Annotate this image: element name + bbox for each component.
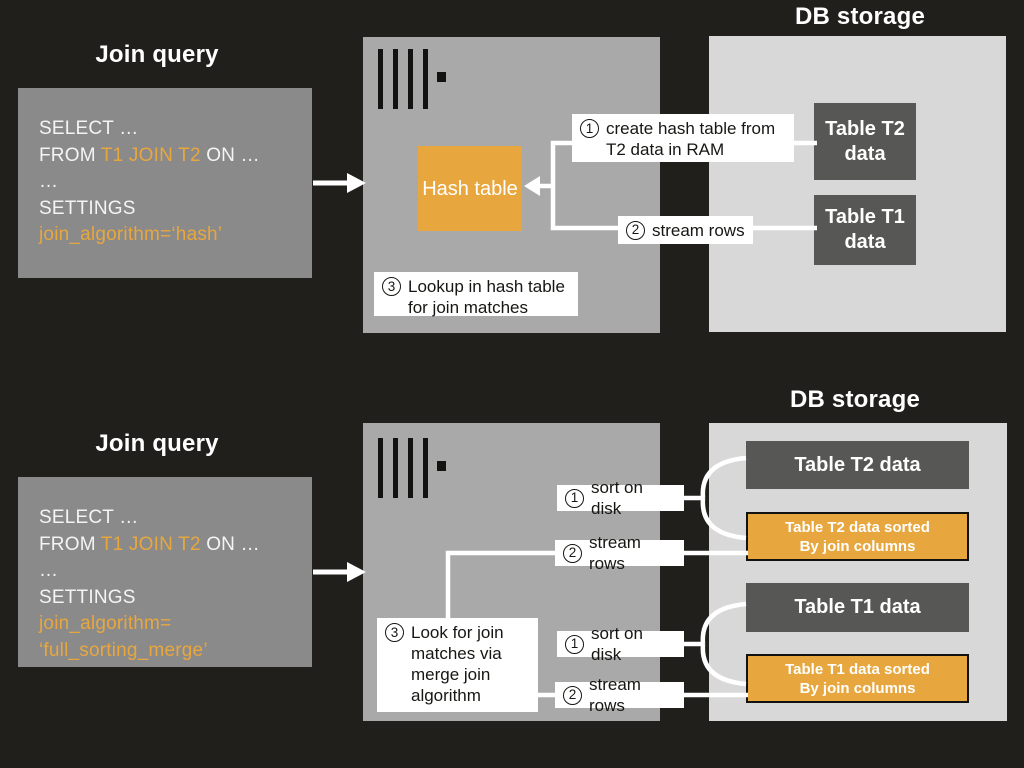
merge-elbow-line: [445, 550, 556, 620]
step-text: Lookup in hash table for join matches: [408, 277, 565, 317]
step-number-badge: 1: [580, 119, 599, 138]
logo-bar: [393, 49, 398, 109]
step-sort-on-disk-t2-label: 1 sort on disk: [557, 478, 684, 518]
clickhouse-logo-icon: [378, 49, 446, 109]
step-text: create hash table from T2 data in RAM: [606, 119, 776, 159]
sorted-line: Table T1 data sorted: [785, 660, 930, 678]
step-text: sort on disk: [591, 624, 643, 664]
step-text: sort on disk: [591, 478, 643, 518]
sort-fork-t2-upper-arc: [700, 455, 747, 499]
hash-db-storage-title: DB storage: [794, 3, 926, 30]
sort-fork-t1-lower-arc: [700, 643, 747, 687]
hash-join-query-title: Join query: [95, 41, 219, 68]
step-stream-rows-t2-label: 2 stream rows: [555, 533, 684, 573]
step-number-badge: 2: [563, 685, 582, 705]
step-lookup-hash-table-label: 3 Lookup in hash table for join matches: [374, 272, 578, 317]
sort-fork-t1-upper-arc: [700, 601, 747, 645]
sorted-line: Table T2 data sorted: [785, 518, 930, 536]
logo-bar: [423, 49, 428, 109]
step-number-badge: 1: [565, 634, 584, 654]
logo-bar: [393, 438, 398, 498]
step-stream-rows-label: 2 stream rows: [618, 216, 753, 244]
clickhouse-logo-icon: [378, 438, 446, 498]
sort-fork-t2-lower-arc: [700, 497, 747, 541]
query-flow-arrowhead: [347, 173, 366, 193]
table-t2-sorted-box: Table T2 data sorted By join columns: [746, 512, 969, 561]
step-number-badge: 3: [382, 277, 401, 296]
logo-dot: [437, 461, 446, 471]
step-number-badge: 3: [385, 623, 404, 642]
step-text: stream rows: [652, 220, 745, 240]
merge-join-query-title: Join query: [95, 430, 219, 457]
hash-table-arrowhead: [524, 176, 540, 196]
merge-db-storage-title: DB storage: [789, 386, 921, 413]
table-t2-data-box: Table T2 data: [746, 441, 969, 489]
sorted-line: By join columns: [799, 537, 916, 555]
table-t1-data-box: Table T1 data: [814, 195, 916, 265]
step-number-badge: 2: [563, 543, 582, 563]
table-t2-data-box: Table T2 data: [814, 103, 916, 180]
step-merge-join-lookup-label: 3 Look for join matches via merge join a…: [377, 618, 538, 712]
step-create-hash-table-label: 1 create hash table from T2 data in RAM: [572, 114, 794, 162]
step-text: Look for join matches via merge join alg…: [411, 623, 504, 705]
sorted-line: By join columns: [799, 679, 916, 697]
hash-db-storage-box: [709, 36, 1006, 332]
step-number-badge: 1: [565, 488, 584, 508]
logo-bar: [408, 438, 413, 498]
hash-table-box: Hash table: [418, 146, 522, 231]
logo-bar: [378, 438, 383, 498]
logo-bar: [408, 49, 413, 109]
step-sort-on-disk-t1-label: 1 sort on disk: [557, 624, 684, 664]
logo-bar: [378, 49, 383, 109]
step-text: stream rows: [589, 533, 641, 573]
step-stream-rows-t1-label: 2 stream rows: [555, 675, 684, 715]
logo-bar: [423, 438, 428, 498]
table-t1-data-box: Table T1 data: [746, 583, 969, 632]
query-flow-arrowhead: [347, 562, 366, 582]
table-t1-sorted-box: Table T1 data sorted By join columns: [746, 654, 969, 703]
step-number-badge: 2: [626, 220, 645, 240]
logo-dot: [437, 72, 446, 82]
step-text: stream rows: [589, 675, 641, 715]
